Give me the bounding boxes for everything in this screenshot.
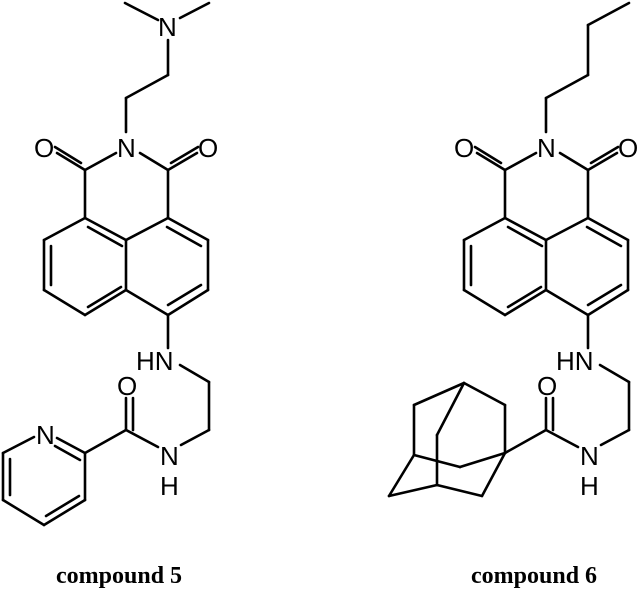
atom-h-amide: H <box>160 471 179 501</box>
atom-nh-amine-6: HN <box>556 346 594 376</box>
atom-n-amide: N <box>160 441 179 471</box>
atom-h-amide-6: H <box>580 471 599 501</box>
naphthalene-core-6 <box>462 216 630 317</box>
naphthalene-core <box>42 216 210 317</box>
atom-n-pyridine: N <box>36 420 55 450</box>
atom-n-imide-6: N <box>537 133 556 163</box>
atom-o-left-6: O <box>454 133 474 163</box>
compound-6-structure: N O O <box>387 1 638 501</box>
imide-ring: N O O <box>34 133 218 220</box>
ethylenediamine-linker: HN N H <box>136 313 211 501</box>
imide-ring-6: N O O <box>454 133 638 220</box>
atom-o-left: O <box>34 133 54 163</box>
ethylenediamine-linker-6: HN N H <box>556 313 631 501</box>
compound-5-label: compound 5 <box>56 563 183 589</box>
adamantane-carboxamide-group: O <box>387 371 580 498</box>
butyl-group <box>544 1 631 134</box>
atom-n-dimethyl: N <box>158 12 177 42</box>
atom-o-amide-6: O <box>537 371 557 401</box>
atom-o-right-6: O <box>618 133 638 163</box>
atom-o-right: O <box>198 133 218 163</box>
atom-n-imide: N <box>117 133 136 163</box>
atom-nh-amine: HN <box>136 346 174 376</box>
picolinamide-group: O N <box>1 371 160 527</box>
atom-n-amide-6: N <box>580 441 599 471</box>
dimethylamino-group: N <box>123 1 211 134</box>
atom-o-amide: O <box>117 371 137 401</box>
compound-6-label: compound 6 <box>471 563 598 589</box>
compound-5-structure: N N O O <box>1 1 218 527</box>
